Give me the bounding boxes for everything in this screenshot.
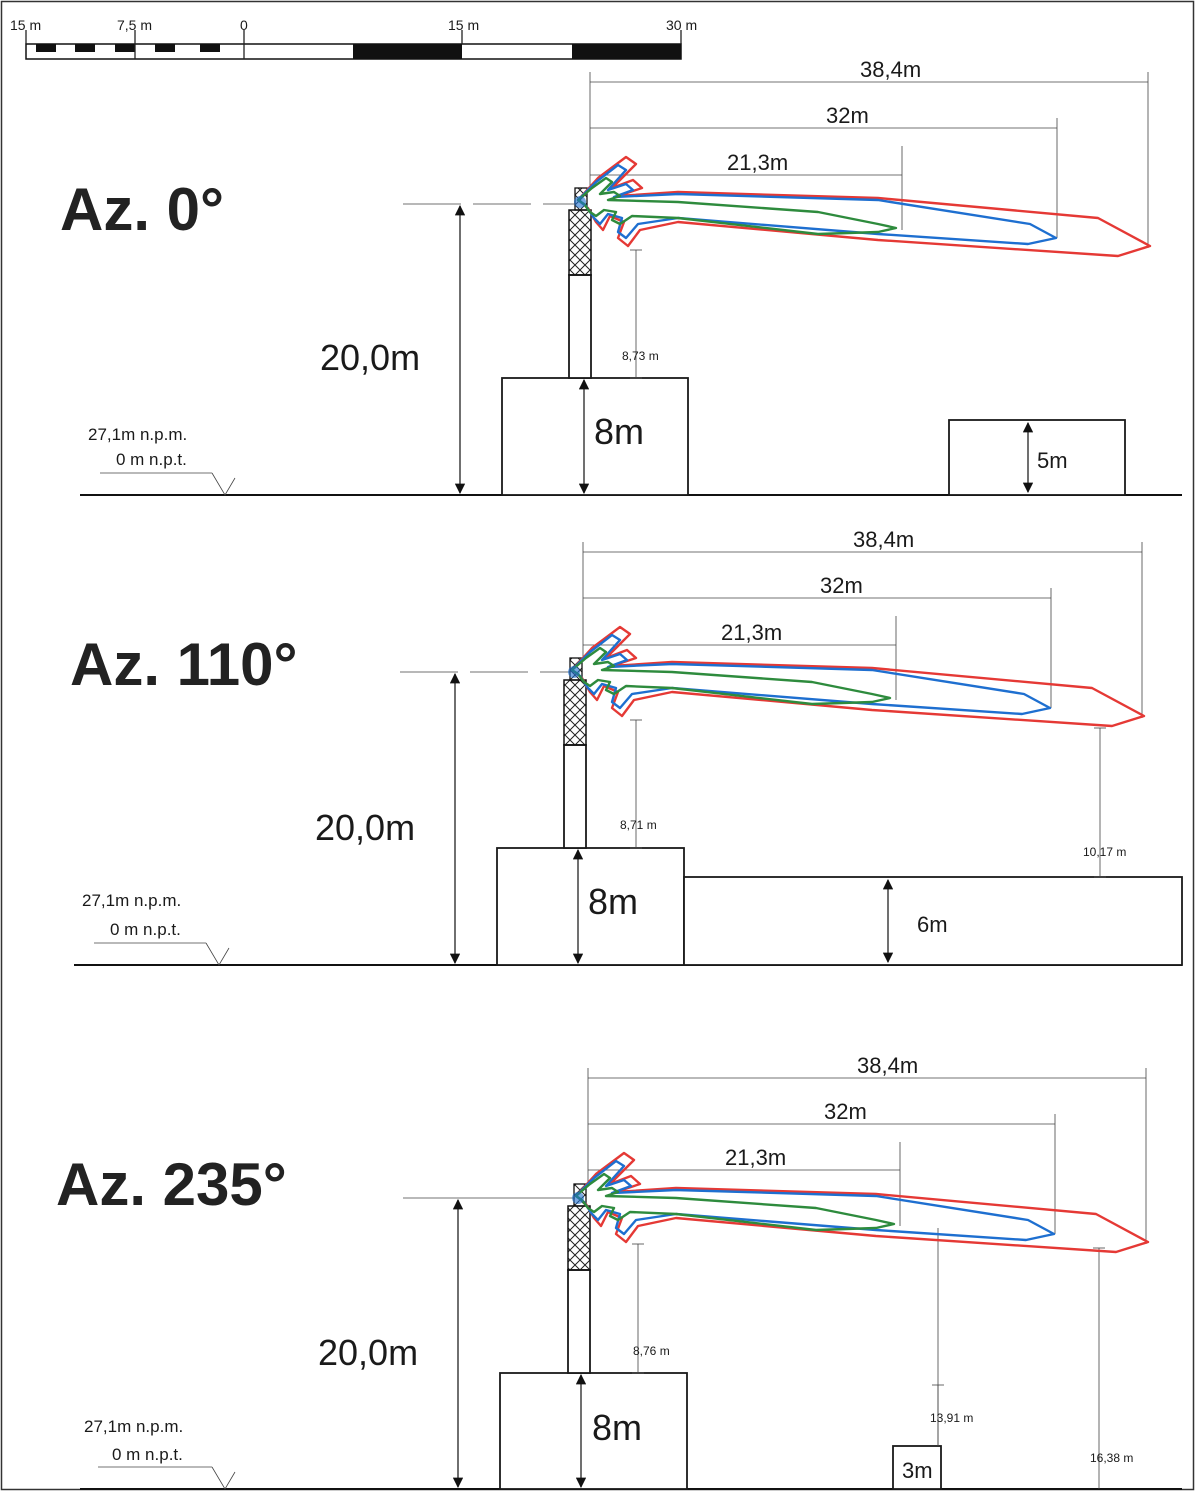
- contour-middle: [574, 1159, 1056, 1242]
- ground-label: 0 m n.p.t.: [112, 1445, 183, 1464]
- ground-label: 0 m n.p.t.: [110, 920, 181, 939]
- elevation-label: 27,1m n.p.m.: [84, 1417, 183, 1436]
- contour-middle: [570, 633, 1052, 716]
- ground-reference-marker: 27,1m n.p.m. 0 m n.p.t.: [82, 891, 230, 966]
- contour-inner: [574, 1172, 896, 1232]
- total-height-label: 20,0m: [318, 1332, 418, 1373]
- section-title: Az. 110°: [70, 631, 297, 698]
- outer-distance-label: 38,4m: [857, 1053, 918, 1078]
- section-title: Az. 0°: [60, 176, 224, 243]
- neighbor-height-label: 3m: [902, 1458, 933, 1483]
- building: [496, 847, 685, 966]
- neighbor-building: [683, 876, 1183, 966]
- scale-label-0: 0: [240, 17, 248, 33]
- contour-inner: [576, 176, 898, 236]
- total-height-label: 20,0m: [315, 807, 415, 848]
- outer-distance-label: 38,4m: [860, 57, 921, 82]
- elevation-label: 27,1m n.p.m.: [82, 891, 181, 910]
- clearance-label-2: 13,91 m: [930, 1411, 973, 1425]
- building-height-label: 8m: [592, 1407, 642, 1448]
- scale-bar: 15 m 7,5 m 0 15 m 30 m: [10, 17, 697, 60]
- neighbor-building: [892, 1445, 942, 1490]
- clearance-label: 8,76 m: [633, 1344, 670, 1358]
- inner-distance-label: 21,3m: [725, 1145, 786, 1170]
- middle-distance-label: 32m: [820, 573, 863, 598]
- clearance-label: 8,71 m: [620, 818, 657, 832]
- section-az-0: Az. 0° 27,1m n.p.m. 0 m n.p.t. 20,0m 8m …: [60, 57, 1182, 496]
- mast-lattice: [568, 209, 592, 276]
- mast-lattice: [567, 1205, 591, 1271]
- section-title: Az. 235°: [56, 1151, 287, 1218]
- mast: [568, 274, 592, 379]
- mast-lattice: [563, 679, 587, 746]
- neighbor-height-label: 5m: [1037, 448, 1068, 473]
- mast: [563, 744, 587, 849]
- building-height-label: 8m: [594, 411, 644, 452]
- outer-distance-label: 38,4m: [853, 527, 914, 552]
- ground-label: 0 m n.p.t.: [116, 450, 187, 469]
- building-height-label: 8m: [588, 881, 638, 922]
- neighbor-building: [948, 419, 1126, 496]
- contour-outer: [576, 155, 1152, 258]
- middle-distance-label: 32m: [824, 1099, 867, 1124]
- radiation-pattern: [568, 625, 1146, 728]
- mast: [567, 1269, 591, 1374]
- contour-outer: [570, 625, 1146, 728]
- scale-label-7-5m: 7,5 m: [117, 17, 152, 33]
- scale-label-15m-left: 15 m: [10, 17, 41, 33]
- clearance-label-3: 16,38 m: [1090, 1451, 1133, 1465]
- radiation-pattern: [572, 1151, 1150, 1254]
- contour-inner: [570, 646, 892, 706]
- radiation-pattern: [574, 155, 1152, 258]
- elevation-label: 27,1m n.p.m.: [88, 425, 187, 444]
- middle-distance-label: 32m: [826, 103, 869, 128]
- scale-label-15m: 15 m: [448, 17, 479, 33]
- neighbor-height-label: 6m: [917, 912, 948, 937]
- building: [499, 1372, 688, 1490]
- scale-label-30m: 30 m: [666, 17, 697, 33]
- ground-reference-marker: 27,1m n.p.m. 0 m n.p.t.: [88, 425, 236, 496]
- clearance-label-2: 10,17 m: [1083, 845, 1126, 859]
- ground-reference-marker: 27,1m n.p.m. 0 m n.p.t.: [84, 1417, 236, 1490]
- building: [501, 377, 689, 496]
- contour-middle: [576, 163, 1058, 246]
- total-height-label: 20,0m: [320, 337, 420, 378]
- section-az-110: Az. 110° 27,1m n.p.m. 0 m n.p.t. 20,0m 8…: [70, 527, 1183, 966]
- inner-distance-label: 21,3m: [721, 620, 782, 645]
- inner-distance-label: 21,3m: [727, 150, 788, 175]
- clearance-label: 8,73 m: [622, 349, 659, 363]
- section-az-235: Az. 235° 27,1m n.p.m. 0 m n.p.t. 20,0m 8…: [56, 1053, 1182, 1490]
- contour-outer: [574, 1151, 1150, 1254]
